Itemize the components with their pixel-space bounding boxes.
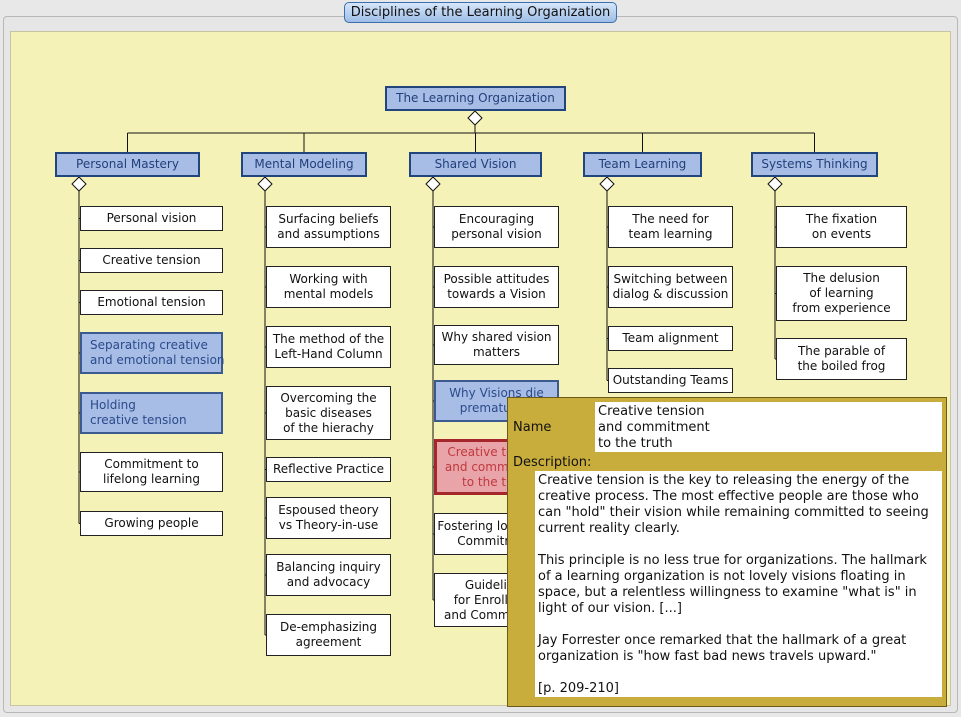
root-node[interactable]: The Learning Organization	[385, 86, 566, 111]
diamond-personal-mastery	[71, 176, 87, 192]
discipline-personal-mastery[interactable]: Personal Mastery	[55, 152, 200, 177]
topic-node-the-parable-of-the-boiled-frog[interactable]: The parable of the boiled frog	[776, 338, 907, 380]
discipline-mental-modeling[interactable]: Mental Modeling	[241, 152, 367, 177]
topic-node-the-fixation-on-events[interactable]: The fixation on events	[776, 206, 907, 248]
topic-node-creative-tension[interactable]: Creative tension	[80, 248, 223, 273]
topic-node-the-need-for-team-learning[interactable]: The need for team learning	[608, 206, 733, 248]
name-value: Creative tension and commitment to the t…	[595, 402, 942, 452]
root-diamond	[467, 110, 483, 126]
topic-node-outstanding-teams[interactable]: Outstanding Teams	[608, 368, 733, 393]
diamond-systems-thinking	[767, 176, 783, 192]
topic-node-espoused-theory-vs-theory-in-use[interactable]: Espoused theory vs Theory-in-use	[266, 497, 391, 539]
topic-node-separating-creative-and-emotional-tension[interactable]: Separating creative and emotional tensio…	[80, 332, 225, 374]
discipline-systems-thinking[interactable]: Systems Thinking	[751, 152, 878, 177]
description-text: Creative tension is the key to releasing…	[535, 471, 942, 697]
topic-node-personal-vision[interactable]: Personal vision	[80, 206, 223, 231]
topic-node-switching-between-dialog-discussion[interactable]: Switching between dialog & discussion	[608, 266, 733, 308]
topic-node-growing-people[interactable]: Growing people	[80, 511, 223, 536]
diamond-mental-modeling	[257, 176, 273, 192]
window-title-tab[interactable]: Disciplines of the Learning Organization	[344, 2, 617, 23]
topic-node-team-alignment[interactable]: Team alignment	[608, 326, 733, 351]
diamond-team-learning	[599, 176, 615, 192]
node-info-popup: Name Creative tension and commitment to …	[507, 397, 947, 707]
topic-node-de-emphasizing-agreement[interactable]: De-emphasizing agreement	[266, 614, 391, 656]
name-label: Name	[513, 420, 552, 435]
topic-node-the-method-of-the-left-hand-column[interactable]: The method of the Left-Hand Column	[266, 326, 391, 368]
topic-node-surfacing-beliefs-and-assumptions[interactable]: Surfacing beliefs and assumptions	[266, 206, 391, 248]
topic-node-overcoming-the-basic-diseases-of-the-hierachy[interactable]: Overcoming the basic diseases of the hie…	[266, 386, 391, 440]
topic-node-commitment-to-lifelong-learning[interactable]: Commitment to lifelong learning	[80, 452, 223, 492]
topic-node-reflective-practice[interactable]: Reflective Practice	[266, 457, 391, 482]
topic-node-encouraging-personal-vision[interactable]: Encouraging personal vision	[434, 206, 559, 248]
diamond-shared-vision	[425, 176, 441, 192]
topic-node-creative-tension-and-commitment-to-the-truth[interactable]: Creative tension and commitment to the t…	[434, 439, 559, 495]
topic-node-working-with-mental-models[interactable]: Working with mental models	[266, 266, 391, 308]
topic-node-emotional-tension[interactable]: Emotional tension	[80, 290, 223, 315]
topic-node-why-shared-vision-matters[interactable]: Why shared vision matters	[434, 325, 559, 365]
description-label: Description:	[513, 455, 592, 470]
connector-lines	[71, 110, 815, 636]
topic-node-holding-creative-tension[interactable]: Holding creative tension	[80, 392, 223, 434]
discipline-shared-vision[interactable]: Shared Vision	[409, 152, 542, 177]
discipline-team-learning[interactable]: Team Learning	[583, 152, 702, 177]
topic-node-possible-attitudes-towards-a-vision[interactable]: Possible attitudes towards a Vision	[434, 266, 559, 308]
topic-node-the-delusion-of-learning-from-experience[interactable]: The delusion of learning from experience	[776, 266, 907, 321]
topic-node-balancing-inquiry-and-advocacy[interactable]: Balancing inquiry and advocacy	[266, 554, 391, 596]
